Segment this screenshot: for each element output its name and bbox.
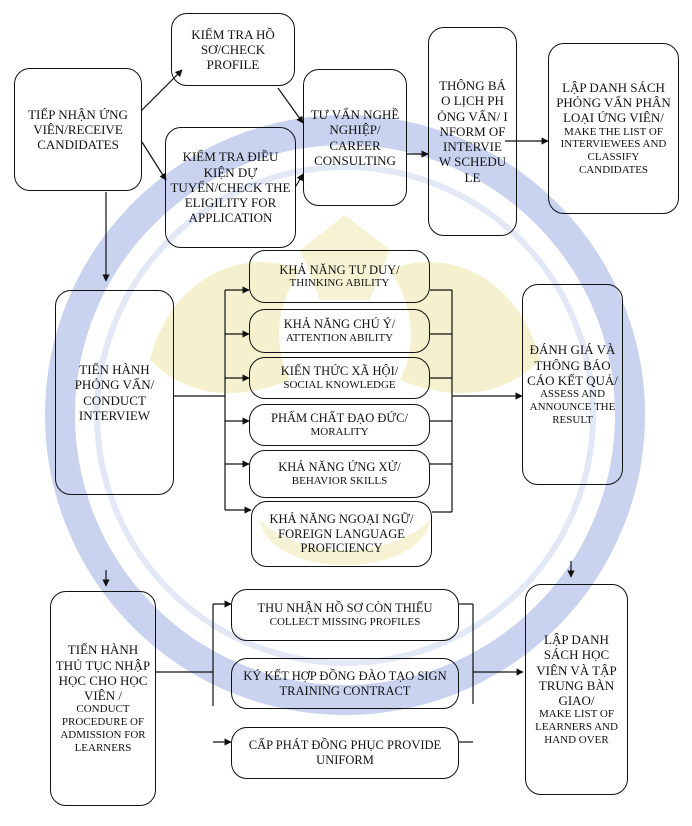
node-attention-ability: KHẢ NĂNG CHÚ Ý/ ATTENTION ABILITY (249, 309, 430, 353)
node-thinking-ability: KHẢ NĂNG TƯ DUY/ THINKING ABILITY (249, 250, 430, 303)
node-text: KIỂM TRA HỒ SƠ/CHECK PROFILE (191, 26, 275, 73)
node-text-vn: LẬP DANH SÁCH PHỎNG VẤN PHÂN LOẠI ỨNG VI… (556, 79, 671, 126)
arrow-check-profile-to-consulting (277, 87, 304, 124)
node-text-vn: KHẢ NĂNG TƯ DUY/ (279, 262, 400, 277)
node-text-en: BEHAVIOR SKILLS (291, 474, 388, 487)
node-text-en: ATTENTION ABILITY (285, 331, 394, 344)
node-text-vn: KHẢ NĂNG ỨNG XỬ/ (278, 460, 401, 475)
node-sign-training-contract: KÝ KẾT HỢP ĐỒNG ĐÀO TẠO SIGN TRAINING CO… (231, 658, 459, 709)
node-text: TIẾP NHẬN ỨNG VIÊN/RECEIVE CANDIDATES (28, 106, 128, 153)
node-assess-result: ĐÁNH GIÁ VÀ THÔNG BÁO CÁO KẾT QUẢ/ ASSES… (522, 284, 623, 485)
node-text-vn: KHẢ NĂNG CHÚ Ý/ (283, 317, 396, 332)
node-text-vn: TIẾN HÀNH THỦ TỤC NHẬP HỌC CHO HỌC VIÊN … (55, 642, 151, 703)
arrow-check-eligibility-to-consulting (295, 173, 304, 187)
node-handover-list: LẬP DANH SÁCH HỌC VIÊN VÀ TẬP TRUNG BÀN … (525, 584, 628, 795)
node-collect-missing-profiles: THU NHẬN HỒ SƠ CÒN THIẾU COLLECT MISSING… (231, 589, 459, 641)
watermark-crest (300, 215, 390, 300)
node-text-en: COLLECT MISSING PROFILES (269, 615, 421, 628)
node-text-vn: ĐÁNH GIÁ VÀ THÔNG BÁO CÁO KẾT QUẢ/ (527, 342, 618, 388)
node-text: THÔNG BÁO LỊCH PHỎNG VẤN/ INFORM OF INTE… (437, 78, 508, 185)
watermark-inner-ring (94, 164, 596, 666)
node-text-en: SOCIAL KNOWLEDGE (283, 378, 396, 391)
node-text-vn: LẬP DANH SÁCH HỌC VIÊN VÀ TẬP TRUNG BÀN … (536, 632, 617, 709)
node-text-vn: PHẨM CHẤT ĐẠO ĐỨC/ (271, 411, 408, 426)
watermark-lower-ribbon (260, 520, 430, 565)
node-text: KÝ KẾT HỢP ĐỒNG ĐÀO TẠO SIGN TRAINING CO… (243, 668, 447, 698)
node-text: TIẾN HÀNH PHỎNG VẤN/ CONDUCT INTERVIEW (74, 362, 155, 423)
node-receive-candidates: TIẾP NHẬN ỨNG VIÊN/RECEIVE CANDIDATES (14, 68, 142, 191)
node-text-vn: THU NHẬN HỒ SƠ CÒN THIẾU (257, 601, 433, 616)
node-provide-uniform: CẤP PHÁT ĐỒNG PHỤC PROVIDE UNIFORM (231, 727, 459, 779)
node-career-consulting: TƯ VẤN NGHỀ NGHIỆP/ CAREER CONSULTING (303, 69, 407, 206)
node-text-en: MAKE LIST OF LEARNERS AND HAND OVER (535, 708, 618, 746)
node-text-en: CONDUCT PROCEDURE OF ADMISSION FOR LEARN… (60, 703, 146, 754)
node-text-en: MORALITY (310, 425, 369, 438)
node-behavior-skills: KHẢ NĂNG ỨNG XỬ/ BEHAVIOR SKILLS (249, 450, 430, 498)
node-interview-schedule: THÔNG BÁO LỊCH PHỎNG VẤN/ INFORM OF INTE… (428, 27, 517, 236)
node-text-vn: KIẾN THỨC XÃ HỘI/ (280, 364, 399, 379)
node-text: CẤP PHÁT ĐỒNG PHỤC PROVIDE UNIFORM (248, 738, 442, 767)
node-admission-procedure: TIẾN HÀNH THỦ TỤC NHẬP HỌC CHO HỌC VIÊN … (50, 591, 156, 806)
node-check-eligibility: KIỂM TRA ĐIỀU KIỆN DỰ TUYỂN/CHECK THE EL… (165, 127, 296, 248)
node-text-en: ASSESS AND ANNOUNCE THE RESULT (529, 388, 616, 426)
node-text-en: THINKING ABILITY (289, 277, 390, 290)
node-social-knowledge: KIẾN THỨC XÃ HỘI/ SOCIAL KNOWLEDGE (249, 357, 430, 399)
watermark-ring (45, 115, 645, 715)
node-check-profile: KIỂM TRA HỒ SƠ/CHECK PROFILE (171, 13, 295, 86)
node-text: TƯ VẤN NGHỀ NGHIỆP/ CAREER CONSULTING (310, 107, 400, 168)
node-text: KHẢ NĂNG NGOẠI NGỮ/ FOREIGN LANGUAGE PRO… (269, 512, 414, 556)
node-text: KIỂM TRA ĐIỀU KIỆN DỰ TUYỂN/CHECK THE EL… (170, 149, 291, 226)
node-text-en: MAKE THE LIST OF INTERVIEWEES AND CLASSI… (560, 125, 667, 177)
node-list-interviewees: LẬP DANH SÁCH PHỎNG VẤN PHÂN LOẠI ỨNG VI… (548, 43, 679, 214)
node-conduct-interview: TIẾN HÀNH PHỎNG VẤN/ CONDUCT INTERVIEW (55, 290, 174, 495)
arrow-receive-to-check-eligibility (141, 141, 167, 181)
node-foreign-language: KHẢ NĂNG NGOẠI NGỮ/ FOREIGN LANGUAGE PRO… (251, 501, 432, 567)
node-morality: PHẨM CHẤT ĐẠO ĐỨC/ MORALITY (249, 404, 430, 446)
